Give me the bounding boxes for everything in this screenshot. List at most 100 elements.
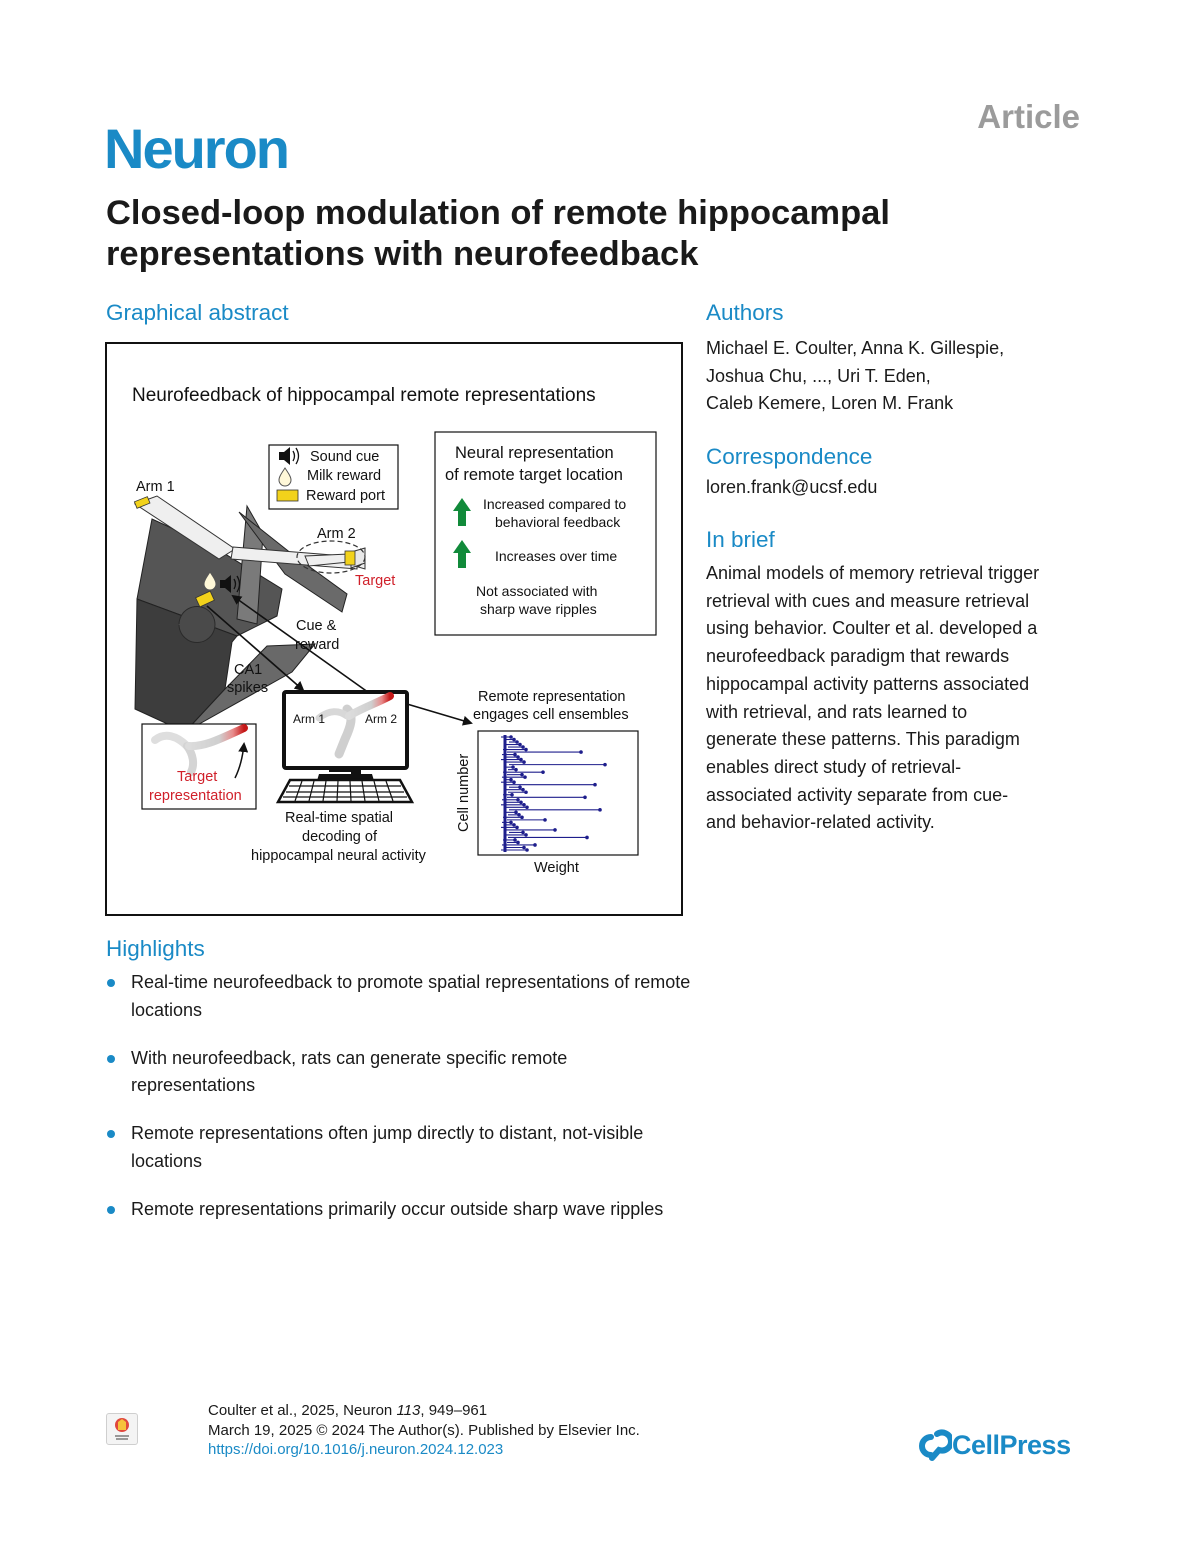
highlight-item: With neurofeedback, rats can generate sp… [106,1045,696,1100]
weight-stem-marker [516,755,520,759]
maze-track [133,495,366,733]
citation-text: Coulter et al., 2025, Neuron [208,1402,397,1419]
correspondence-heading: Correspondence [706,444,873,469]
in-brief-line: Animal models of memory retrieval trigge… [706,563,1040,583]
weight-stem-marker [541,770,545,774]
weight-stem-marker [521,745,525,749]
arm2-label: Arm 2 [317,526,356,542]
bullet-icon [107,1205,115,1214]
speaker-icon [279,447,300,465]
target-ellipse [296,540,366,574]
ca1-label-1: CA1 [234,662,262,678]
weight-stem-marker [525,848,529,852]
weight-stem-marker [511,765,515,769]
weight-stem-marker [518,785,522,790]
weight-stem-marker [533,843,537,847]
in-brief-line: generate these patterns. This paradigm [706,729,1020,750]
in-brief-line: retrieval with cues and measure retrieva… [706,590,1030,611]
computer-monitor-icon [282,690,409,784]
citation-volume: 113 [396,1402,421,1419]
in-brief-line: using behavior. Coulter et al. developed… [706,618,1038,639]
weight-stem-marker [519,800,523,805]
weight-stem-marker [522,803,526,807]
reward-drop-icon [203,571,217,591]
weight-axis-label: Weight [534,860,579,876]
citation-pages: , 949–961 [420,1402,488,1419]
neural-item2: Increases over time [495,548,617,564]
weight-stem-marker [520,772,524,777]
authors-line: Michael E. Coulter, Anna K. Gillespie, [706,338,1005,358]
weight-stem-marker [514,767,518,772]
decoding-label-1: Real-time spatial [285,810,393,826]
weight-stem-marker [512,737,516,742]
weight-stem-marker [521,787,525,792]
weight-stem-marker [522,760,526,764]
figure-heading: Neurofeedback of hippocampal remote repr… [132,385,596,406]
highlight-text: With neurofeedback, rats can generate sp… [131,1047,568,1096]
weight-stem-marker [603,762,607,767]
neural-box-title-2: of remote target location [445,466,623,484]
weight-stem-marker [523,775,527,779]
weight-stem-marker [513,838,517,842]
target-label: Target [355,573,395,589]
weight-stem-marker [516,797,520,802]
neural-item3-1: Not associated with [476,583,597,599]
weight-stem-marker [509,820,513,825]
green-up-arrow-icon [453,498,471,526]
graphical-abstract-svg: Neurofeedback of hippocampal remote repr… [132,385,657,876]
ensemble-arrow [406,703,473,726]
article-type-label: Article [977,98,1080,135]
authors-list: Michael E. Coulter, Anna K. Gillespie, J… [706,335,1004,418]
weight-stem-marker [509,777,513,782]
cue-reward-label-1: Cue & [296,618,337,634]
correspondence-email-link[interactable]: loren.frank@ucsf.edu [706,477,878,497]
cellpress-logo-text: CellPress [952,1429,1071,1460]
target-rep-label-2: representation [149,788,242,804]
green-up-arrow-icon [453,540,471,568]
decoding-label-3: hippocampal neural activity [251,848,427,864]
published-line: March 19, 2025 © 2024 The Author(s). Pub… [208,1421,640,1439]
screen-arm1-label: Arm 1 [293,712,325,726]
target-rep-label-1: Target [177,769,217,785]
weight-stem-marker [516,840,520,845]
weight-stem-marker [515,740,519,744]
highlight-text: Remote representations primarily occur o… [131,1198,664,1219]
weight-stem-marker [515,825,519,830]
crossmark-icon[interactable] [106,1413,138,1445]
reward-port-icon [276,489,299,502]
cue-reward-label-2: reward [295,637,339,653]
in-brief-line: enables direct study of retrieval- [706,756,962,777]
weight-stem-marker [512,780,516,784]
bullet-icon [107,979,115,987]
citation-footer: Coulter et al., 2025, Neuron 113, 949–96… [208,1401,640,1460]
cell-number-axis-label: Cell number [456,754,472,832]
in-brief-line: neurofeedback paradigm that rewards [706,646,1010,667]
in-brief-line: hippocampal activity patterns associated [706,673,1030,694]
neural-item1-2: behavioral feedback [495,514,621,530]
neural-box-title-1: Neural representation [455,444,614,462]
neural-item1-1: Increased compared to [483,496,626,512]
neural-representation-box [434,431,657,636]
highlights-heading: Highlights [106,936,205,961]
in-brief-line: with retrieval, and rats learned to [706,701,968,722]
paper-title: Closed-loop modulation of remote hippoca… [106,194,890,273]
keyboard-icon [275,778,415,804]
target-representation-map [151,724,248,776]
journal-logo: Neuron [104,117,290,180]
authors-heading: Authors [706,300,784,325]
cellpress-logo: CellPress [918,1428,1071,1462]
weight-stem-marker [514,810,518,815]
weight-stem-marker [593,782,597,787]
weight-stem-marker [543,818,547,822]
highlights-list: Real-time neurofeedback to promote spati… [106,969,696,1244]
weight-plot-frame [477,730,639,856]
weight-stem-marker [583,795,587,800]
weight-stem-marker [518,742,522,747]
ca1-spikes-arrow [206,605,305,692]
target-rep-arrow [234,742,249,779]
ca1-label-2: spikes [227,680,268,696]
highlight-text: Real-time neurofeedback to promote spati… [131,972,691,1020]
doi-link[interactable]: https://doi.org/10.1016/j.neuron.2024.12… [208,1441,504,1458]
highlight-item: Remote representations often jump direct… [106,1120,696,1175]
arm1-label: Arm 1 [136,479,175,495]
